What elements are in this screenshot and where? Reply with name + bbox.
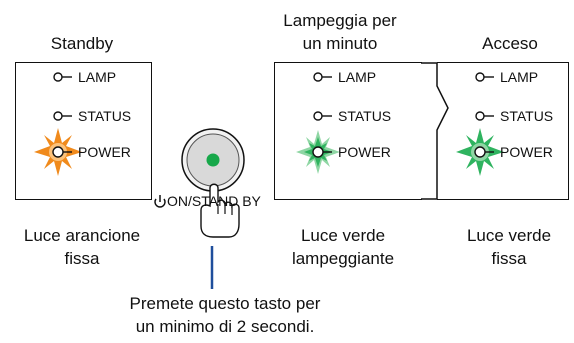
button-label: ON/STAND BY [167,193,261,209]
transition-chevron [421,62,449,200]
note-line2: un minimo di 2 secondi. [135,317,315,336]
standby-lamp-indicator [53,72,72,82]
standby-power-label: POWER [78,144,131,160]
on-title: Acceso [482,34,538,53]
on-power-green-glow-icon [456,128,504,176]
blinking-title-line1: Lampeggia per [283,11,397,30]
on-lamp-indicator [475,72,494,82]
note-line1: Premete questo tasto per [129,294,321,313]
blinking-panel [274,62,422,200]
blinking-status-indicator [313,111,332,121]
standby-caption-line2: fissa [64,249,100,268]
on-power-label: POWER [500,144,553,160]
blinking-lamp-indicator [313,72,332,82]
on-lamp-label: LAMP [500,69,539,85]
standby-status-indicator [53,111,72,121]
blinking-power-green-glow-icon [296,130,340,174]
on-standby-button[interactable] [181,128,245,192]
blinking-status-label: STATUS [338,108,392,124]
standby-title: Standby [50,34,114,53]
blinking-caption-line2: lampeggiante [291,249,395,268]
standby-panel [15,62,152,200]
on-status-indicator [475,111,494,121]
standby-caption-line1: Luce arancione [23,226,141,245]
on-caption-line1: Luce verde [466,226,552,245]
blinking-caption-line1: Luce verde [300,226,386,245]
standby-status-label: STATUS [78,108,132,124]
on-panel [437,62,569,200]
standby-lamp-label: LAMP [78,69,117,85]
blinking-power-label: POWER [338,144,391,160]
on-status-label: STATUS [500,108,554,124]
standby-power-orange-glow-icon [34,128,82,176]
power-symbol-icon [154,195,166,208]
blinking-title-line2: un minuto [302,34,378,53]
pressing-hand-icon [200,183,240,238]
on-caption-line2: fissa [491,249,527,268]
blinking-lamp-label: LAMP [338,69,377,85]
